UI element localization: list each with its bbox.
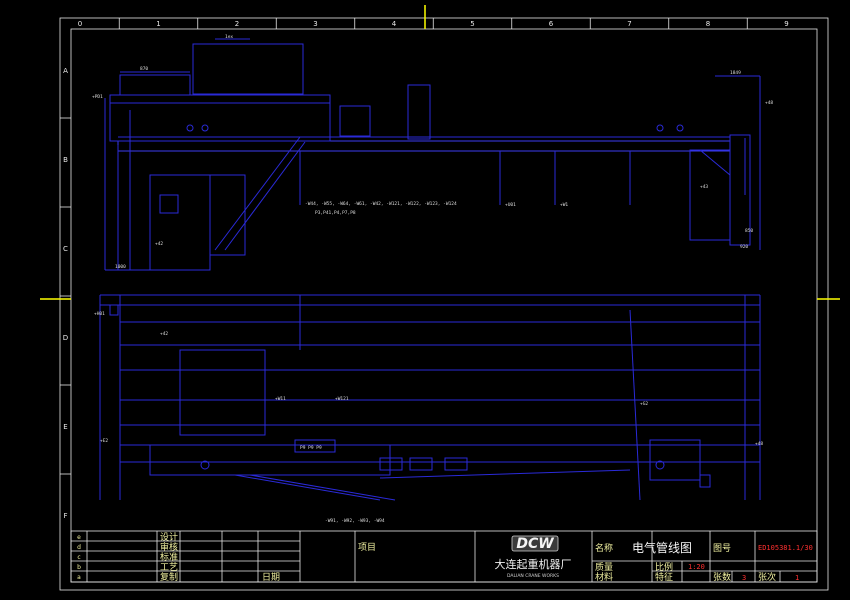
column-label-0: 0 — [78, 20, 82, 28]
label-project: 项目 — [358, 542, 376, 553]
dcw-logo-badge — [511, 535, 559, 552]
dim-bottom-left: 1000 — [115, 264, 126, 270]
row-label-B: B — [63, 156, 68, 164]
label-w11: +W11 — [275, 396, 286, 402]
label-pd1: +PD1 — [92, 94, 103, 100]
bottom-view-tags: +H01 +42 +E2 +48 +W11 +W121 +G2 P9 P9 P9… — [94, 311, 763, 524]
revision-letters: e d c b a — [77, 534, 81, 581]
trolley-cab — [192, 43, 304, 95]
label-standard: 标准 — [160, 551, 178, 563]
column-label-7: 7 — [627, 20, 631, 28]
label-48: +48 — [765, 100, 773, 106]
row-label-A: A — [63, 67, 68, 75]
label-e2: +E2 — [100, 438, 108, 444]
label-u01: +U01 — [505, 202, 516, 208]
column-label-2: 2 — [235, 20, 239, 28]
column-label-8: 8 — [706, 20, 710, 28]
label-g2: +G2 — [640, 401, 648, 407]
label-material: 材料 — [595, 571, 613, 583]
label-h01: +H01 — [94, 311, 105, 317]
label-review: 审核 — [160, 541, 178, 553]
dim-right-low: 920 — [740, 244, 748, 250]
drawing-title: 电气管线图 — [632, 540, 692, 555]
row-label-F: F — [63, 512, 67, 520]
label-42: +42 — [155, 241, 163, 247]
control-box — [407, 84, 431, 140]
label-scale: 比例 — [655, 561, 673, 573]
label-design: 设计 — [160, 531, 178, 543]
dim-left: 870 — [140, 66, 148, 72]
company-name-en: DALIAN CRANE WORKS — [507, 573, 559, 579]
sheet-value: 1 — [795, 574, 799, 582]
rev-e: e — [77, 534, 81, 541]
dim-right: 1849 — [730, 70, 741, 76]
label-43: +43 — [700, 184, 708, 190]
label-date: 日期 — [262, 572, 280, 583]
column-label-5: 5 — [470, 20, 474, 28]
bottom-box-label: P9 P9 P9 — [300, 445, 322, 451]
column-label-9: 9 — [784, 20, 788, 28]
label-sheets: 张数 — [713, 571, 731, 583]
column-grid: 0 1 2 3 4 5 6 7 8 9 — [78, 18, 789, 29]
title-fields: 名称 电气管线图 图号 ED105381.1/30 质量 材料 比例 特征 1:… — [595, 540, 813, 583]
rev-b: b — [77, 564, 81, 571]
label-bottom-48: +48 — [755, 441, 763, 447]
label-w1: +W1 — [560, 202, 568, 208]
rev-a: a — [77, 574, 81, 581]
title-block — [70, 530, 818, 583]
label-feature: 特征 — [655, 571, 673, 583]
top-view — [104, 38, 761, 271]
label-bottom-42: +42 — [160, 331, 168, 337]
column-label-1: 1 — [156, 20, 160, 28]
column-label-3: 3 — [313, 20, 317, 28]
centering-marks — [40, 5, 840, 300]
scale-value: 1:20 — [688, 563, 705, 571]
row-label-D: D — [63, 334, 68, 342]
top-view-tags: 1ex 870 1849 1000 850 920 +PD1 +42 +43 +… — [92, 34, 773, 270]
top-bus-sub: P3,P41,P4,P7,P8 — [315, 210, 356, 216]
row-label-C: C — [63, 245, 68, 253]
label-drawing-no: 图号 — [713, 543, 731, 554]
label-process: 工艺 — [160, 562, 178, 573]
rev-d: d — [77, 544, 81, 551]
row-grid: A B C D E F — [60, 67, 71, 520]
company-logo: DCW 大连起重机器厂 DALIAN CRANE WORKS — [495, 535, 572, 579]
bottom-view — [99, 294, 761, 501]
label-quality: 质量 — [595, 561, 613, 573]
sheets-value: 3 — [742, 574, 746, 582]
rev-c: c — [77, 554, 80, 561]
label-sheet: 张次 — [758, 571, 776, 583]
cable-tray — [149, 444, 391, 476]
column-label-4: 4 — [392, 20, 397, 28]
row-label-E: E — [63, 423, 67, 431]
label-copy: 复制 — [160, 571, 178, 583]
column-label-6: 6 — [549, 20, 554, 28]
signature-labels: 设计 审核 标准 工艺 复制 项目 日期 — [160, 531, 376, 583]
dim-top: 1ex — [225, 34, 233, 40]
dim-right-mid: 850 — [745, 228, 753, 234]
label-name: 名称 — [595, 542, 613, 554]
top-bus-text: -W44, -W55, -W64, -W61, -W42, -W121, -W1… — [305, 201, 457, 207]
drawing-number: ED105381.1/30 — [758, 544, 813, 552]
dcw-logo-text: DCW — [516, 536, 554, 552]
trolley-plan — [179, 349, 266, 436]
company-name-cn: 大连起重机器厂 — [495, 557, 572, 571]
trolley-frame — [109, 94, 331, 142]
bottom-bus-text: -W91, -W92, -W93, -W94 — [325, 518, 385, 524]
outer-frame — [59, 17, 829, 591]
label-w121: +W121 — [335, 396, 349, 402]
